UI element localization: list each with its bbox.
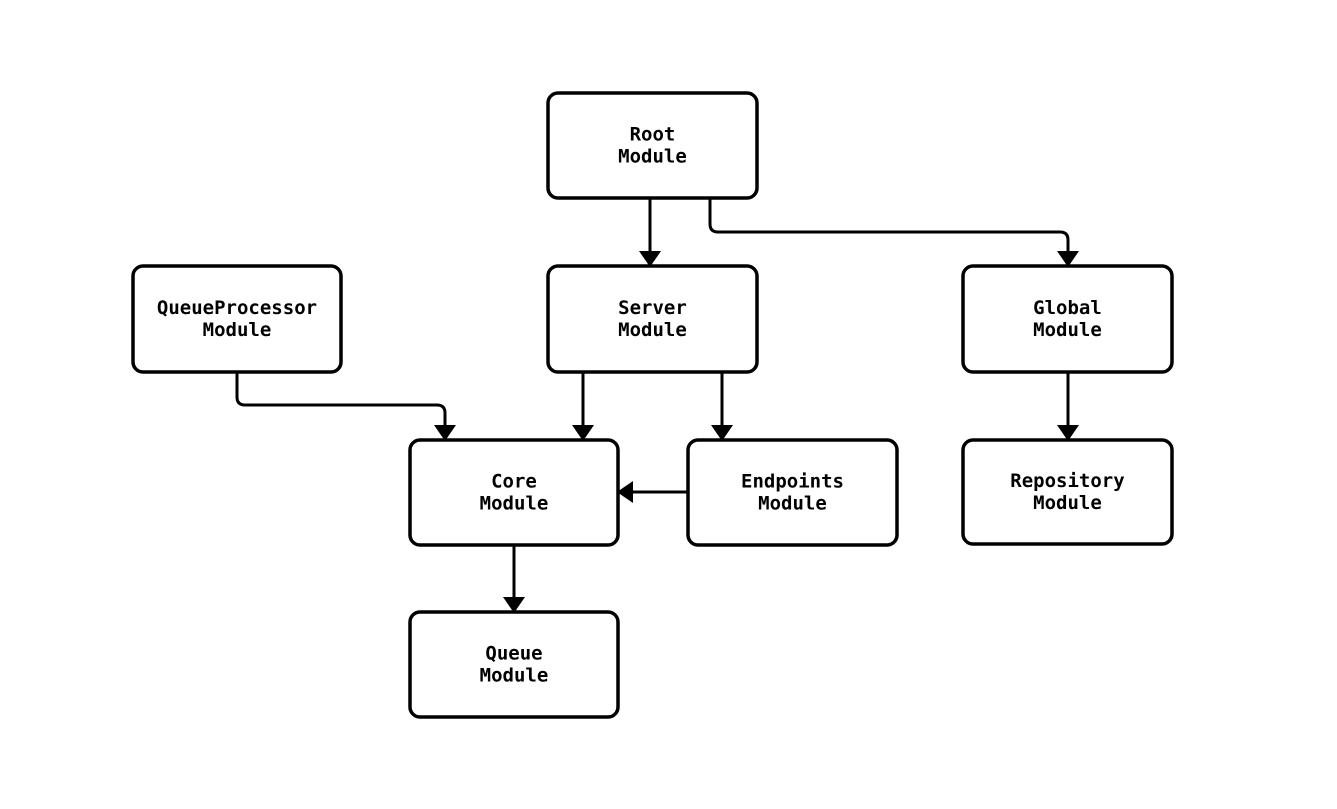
node-label-core-line2: Module [480, 493, 549, 515]
node-label-queue-line1: Queue [485, 643, 542, 665]
node-label-root-line1: Root [630, 124, 676, 146]
node-label-server-line2: Module [618, 319, 687, 341]
node-box-server [546, 264, 759, 374]
node-label-global-line1: Global [1033, 297, 1102, 319]
node-box-global [961, 264, 1174, 374]
node-label-repository-line1: Repository [1010, 470, 1124, 492]
edge-queueprocessor-core [235, 372, 456, 441]
node-label-core-line1: Core [491, 471, 537, 493]
edge-root-global [708, 198, 1079, 267]
node-label-server-line1: Server [618, 297, 687, 319]
node-box-endpoints [686, 438, 899, 547]
edges-layer [235, 198, 1079, 613]
node-label-global-line2: Module [1033, 319, 1102, 341]
node-box-root [546, 91, 759, 200]
node-label-repository-line2: Module [1033, 492, 1102, 514]
node-box-repository [961, 438, 1174, 546]
node-label-queue-line2: Module [480, 665, 549, 687]
node-label-queueprocessor-line2: Module [203, 319, 272, 341]
node-box-core [408, 438, 620, 547]
nodes-layer: RootModuleServerModuleGlobalModuleQueueP… [131, 91, 1174, 719]
node-label-endpoints-line2: Module [758, 493, 827, 515]
node-label-endpoints-line1: Endpoints [741, 471, 844, 493]
node-label-queueprocessor-line1: QueueProcessor [157, 297, 317, 319]
node-box-queueprocessor [131, 264, 343, 374]
node-box-queue [408, 610, 620, 719]
node-label-root-line2: Module [618, 146, 687, 168]
